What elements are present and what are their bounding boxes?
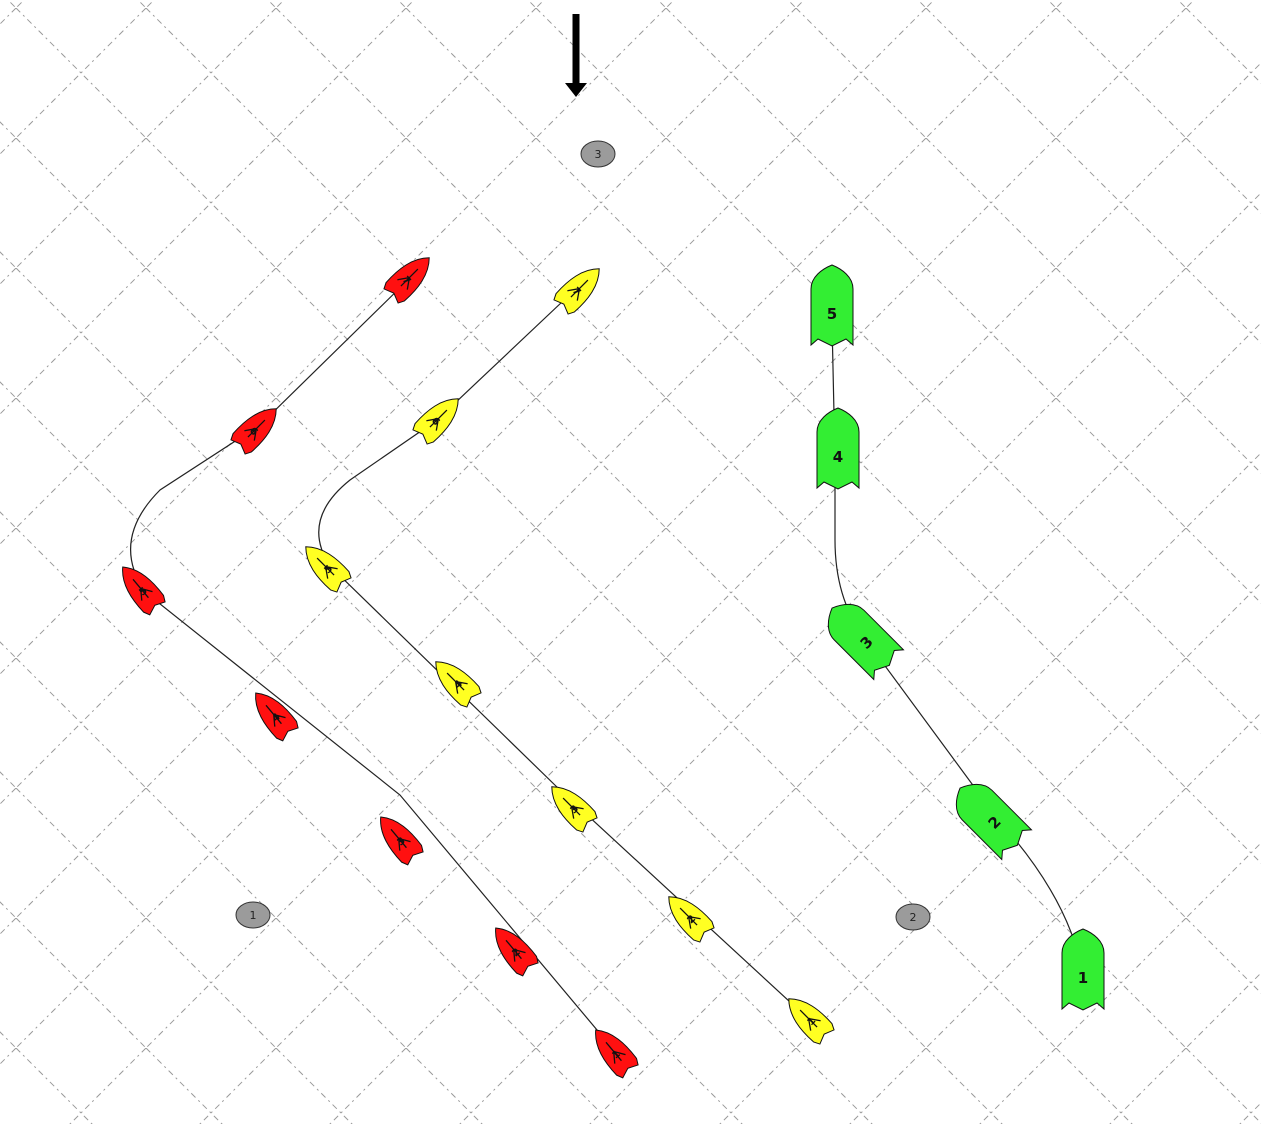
green-fleet: 1 2 3 4 5 xyxy=(810,264,1105,1011)
sailboat-icon: 3 xyxy=(380,816,424,866)
boat-position-label: 1 xyxy=(1078,969,1088,987)
mark-2: 2 xyxy=(895,903,931,931)
sailboat-icon: 4 xyxy=(255,692,299,742)
down-arrow-icon xyxy=(565,14,587,97)
powerboat-icon: 5 xyxy=(810,264,854,347)
sailboat-icon: 1 xyxy=(595,1029,639,1079)
sailboat-icon: 7 xyxy=(383,257,430,304)
red-fleet: 1 2 3 4 5 6 7 xyxy=(122,257,639,1079)
mark-label: 2 xyxy=(910,911,917,924)
mark-3: 3 xyxy=(580,140,616,168)
mark-label: 3 xyxy=(595,148,602,161)
sailboat-icon: 6 xyxy=(412,398,459,445)
sailboat-icon: 1 xyxy=(788,998,835,1045)
powerboat-icon: 4 xyxy=(816,407,860,490)
mark-1: 1 xyxy=(235,901,271,929)
powerboat-icon: 2 xyxy=(955,783,1033,861)
boat-position-label: 4 xyxy=(833,448,843,466)
sailboat-icon: 4 xyxy=(435,661,482,708)
sailboat-icon: 2 xyxy=(668,896,715,943)
sailboat-icon: 3 xyxy=(551,786,598,833)
boat-position-label: 5 xyxy=(827,305,837,323)
powerboat-icon: 1 xyxy=(1061,928,1105,1011)
yellow-fleet: 1 2 3 4 5 6 7 xyxy=(305,268,835,1045)
sailboat-icon: 5 xyxy=(122,566,166,616)
sailboat-icon: 7 xyxy=(553,268,600,315)
sailboat-icon: 5 xyxy=(305,546,352,593)
powerboat-icon: 3 xyxy=(827,603,905,681)
sailboat-icon: 2 xyxy=(495,927,539,977)
sailboat-icon: 6 xyxy=(230,408,277,455)
mark-label: 1 xyxy=(250,909,257,922)
